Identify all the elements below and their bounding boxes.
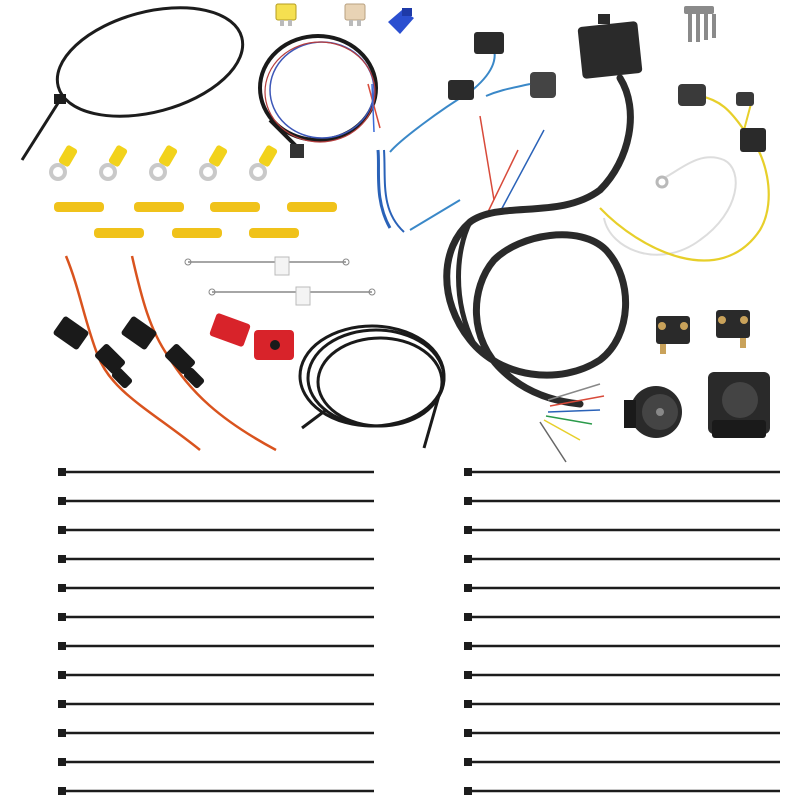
zip-tie [464,584,780,592]
circuit-breaker [716,310,750,348]
butt-connector [249,228,299,238]
zip-tie [58,700,374,708]
zip-tie-column-left [58,468,374,795]
butt-connector [134,202,184,212]
zip-tie [464,758,780,766]
wire-coil-bundle [258,34,381,158]
zip-tie [464,555,780,563]
butt-connector [54,202,104,212]
inline-fuse-holder [121,255,277,452]
zip-tie [58,671,374,679]
black-wire-coil [298,324,446,449]
harness-pigtail-wires [539,383,605,463]
zip-tie [464,468,780,476]
large-zip-tie-loop [20,6,245,161]
blade-fuse-yellow [275,3,297,26]
ring-terminal [49,145,78,181]
zip-tie [464,497,780,505]
zip-tie-column-right [464,468,780,795]
flat-7-way-connector [708,372,770,438]
metal-bracket-clip [684,6,716,42]
ground-wire-strap [184,256,350,276]
butt-connector [287,202,337,212]
blue-wire-tap-connector [388,8,414,34]
butt-connector [210,202,260,212]
butt-connector [172,228,222,238]
ring-terminal [149,145,178,181]
ground-wire-strap [208,286,376,306]
zip-tie [464,787,780,795]
zip-tie [58,642,374,650]
zip-tie [58,787,374,795]
inline-fuse-holder [53,255,201,451]
zip-tie [58,613,374,621]
wire-harness-module-connectors [376,32,556,233]
red-fuse-holder [209,313,294,360]
ring-terminal [249,145,278,181]
zip-tie [58,526,374,534]
round-7-pin-connector [624,386,682,438]
butt-connector [94,228,144,238]
zip-tie [58,555,374,563]
zip-tie [464,700,780,708]
yellow-white-wire-harness [599,84,770,262]
main-wire-harness-loom [443,74,634,408]
zip-tie [58,758,374,766]
blade-fuse-tan [344,3,366,26]
converter-module-box [577,14,643,79]
zip-tie [464,729,780,737]
zip-tie [464,613,780,621]
zip-tie [464,642,780,650]
zip-tie [58,468,374,476]
circuit-breaker [656,316,690,354]
zip-tie [58,584,374,592]
ring-terminal [99,145,128,181]
ring-terminal-row [49,145,278,181]
zip-tie [464,671,780,679]
zip-tie [58,497,374,505]
butt-connector-rows [54,202,337,238]
zip-tie [464,526,780,534]
zip-tie [58,729,374,737]
ring-terminal [199,145,228,181]
